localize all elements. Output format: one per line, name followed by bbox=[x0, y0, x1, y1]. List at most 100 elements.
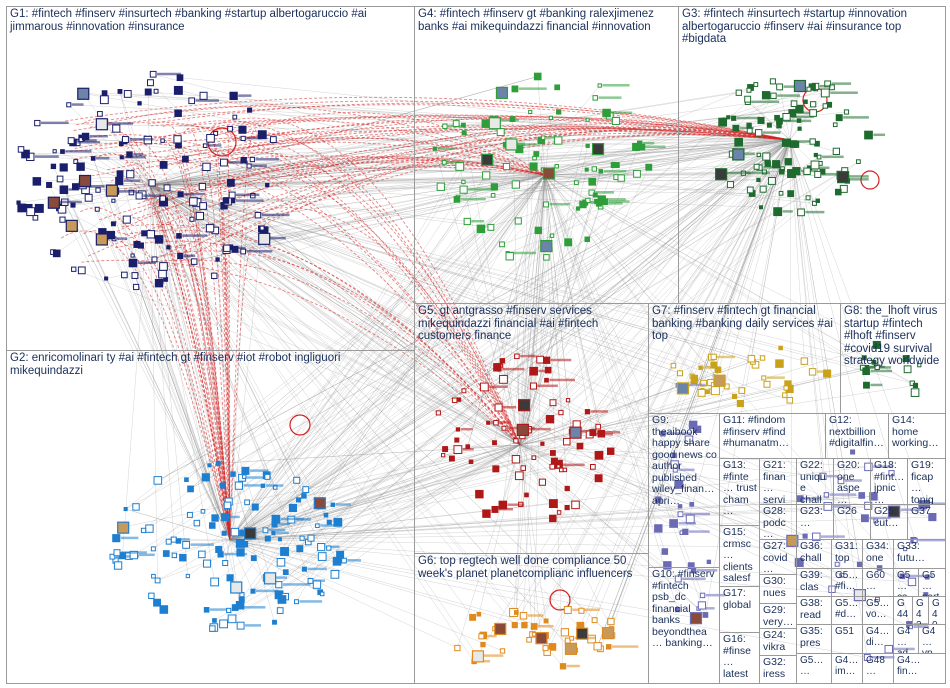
group-panel-g5z[interactable]: G5… part bbox=[918, 568, 946, 597]
group-panel-g11[interactable]: G11: #findom #finserv #find #humanatm… bbox=[719, 413, 826, 459]
group-panel-g42[interactable]: G42 bbox=[912, 596, 929, 625]
group-panel-g28[interactable]: G28: podc… bbox=[759, 504, 797, 540]
group-panel-g19[interactable]: G19: ficap… tonig… bbox=[907, 458, 946, 505]
group-panel-g34[interactable]: G34: one… bbox=[862, 539, 894, 569]
edge bbox=[82, 93, 151, 186]
group-panel-g48[interactable]: G48 … bbox=[862, 653, 894, 684]
vertex bbox=[171, 552, 178, 559]
group-panel-g4c[interactable]: G4… vp… bbox=[918, 624, 946, 654]
vertex-label-mark bbox=[183, 254, 196, 258]
vertex bbox=[476, 611, 482, 617]
vertex bbox=[476, 224, 486, 234]
group-panel-g5a[interactable]: G5… #d… bbox=[831, 596, 863, 625]
vertex-avatar bbox=[471, 650, 485, 663]
vertex bbox=[175, 538, 182, 544]
group-panel-g38[interactable]: G38: read… bbox=[796, 596, 832, 625]
group-panel-g6[interactable]: G6: top regtech well done compliance 50 … bbox=[414, 553, 649, 684]
edge bbox=[494, 174, 546, 443]
vertex-avatar bbox=[689, 612, 703, 625]
group-panel-g26[interactable]: G26 bbox=[833, 504, 871, 540]
vertex bbox=[241, 466, 250, 475]
vertex bbox=[761, 91, 771, 100]
group-panel-g8[interactable]: G8: the_lhoft virus startup #fintech #lh… bbox=[840, 303, 946, 414]
vertex bbox=[174, 109, 182, 117]
vertex bbox=[153, 598, 161, 607]
vertex bbox=[46, 181, 53, 188]
group-panel-g25[interactable]: G25: cut… bbox=[870, 504, 908, 540]
group-panel-g20[interactable]: G20: one aspe… bbox=[833, 458, 871, 505]
vertex bbox=[699, 592, 706, 599]
group-panel-g5c[interactable]: G5… … bbox=[796, 653, 832, 684]
group-panel-g12[interactable]: G12: nextbillion #digitalfin… bbox=[825, 413, 889, 459]
group-panel-g32[interactable]: G32: iress… bbox=[759, 655, 797, 684]
group-panel-g4b[interactable]: G4… ad… bbox=[893, 624, 919, 654]
group-panel-g9[interactable]: G9: theaibook happy share good news co a… bbox=[648, 413, 720, 568]
group-panel-g5b[interactable]: G5… vo… bbox=[862, 596, 894, 625]
group-panel-g23[interactable]: G23: … bbox=[796, 504, 834, 540]
group-panel-g40[interactable]: G40 bbox=[928, 596, 946, 625]
group-panel-g13[interactable]: G13: #finte… trust cham… bbox=[719, 458, 760, 526]
vertex-label-mark bbox=[143, 194, 162, 197]
group-panel-g29[interactable]: G29: very… bbox=[759, 603, 797, 629]
group-panel-g35[interactable]: G35: pres… bbox=[796, 624, 832, 654]
group-panel-g31[interactable]: G31: top… bbox=[831, 539, 863, 569]
vertex bbox=[312, 580, 322, 589]
edge bbox=[545, 139, 791, 649]
group-panel-g17[interactable]: G17: global bbox=[719, 586, 760, 633]
vertex-label-mark bbox=[566, 664, 580, 668]
vertex-label-mark bbox=[678, 468, 695, 472]
group-panel-g36[interactable]: G36: chall… bbox=[796, 539, 832, 569]
vertex bbox=[655, 496, 662, 503]
group-panel-g24[interactable]: G24: vikra… bbox=[759, 628, 797, 656]
group-panel-g2[interactable]: G2: enricomolinari ty #ai #fintech gt #f… bbox=[6, 350, 415, 684]
vertex bbox=[617, 174, 625, 182]
edge-red bbox=[81, 259, 521, 446]
vertex bbox=[432, 146, 437, 151]
group-panel-g15[interactable]: G15: crmsc… clients salesf… bbox=[719, 525, 760, 587]
group-panel-g5y[interactable]: G5… ca… bbox=[893, 568, 919, 597]
vertex bbox=[584, 167, 589, 172]
group-panel-g4a[interactable]: G4… di… bbox=[862, 624, 894, 654]
group-panel-g21[interactable]: G21: finan… servi… bbox=[759, 458, 797, 505]
group-panel-g51[interactable]: G51 bbox=[831, 624, 863, 654]
group-label-g21: G21: finan… servi… bbox=[763, 459, 786, 505]
vertex bbox=[564, 238, 573, 247]
group-panel-g5x[interactable]: G5… #fi… bbox=[831, 568, 863, 597]
group-panel-g39[interactable]: G39: clas… bbox=[796, 568, 832, 597]
group-panel-g4[interactable]: G4: #fintech #finserv gt #banking ralexj… bbox=[414, 6, 679, 304]
vertex bbox=[573, 180, 579, 186]
vertex-label-mark bbox=[460, 427, 473, 431]
edge-red bbox=[134, 259, 521, 446]
group-panel-g1[interactable]: G1: #fintech #finserv #insurtech #bankin… bbox=[6, 6, 415, 351]
group-panel-g37[interactable]: G37 bbox=[907, 504, 946, 540]
vertex bbox=[549, 233, 555, 238]
group-panel-g3[interactable]: G3: #fintech #insurtech #startup #innova… bbox=[678, 6, 946, 304]
group-panel-g18[interactable]: G18: #fint… jpnic… bbox=[870, 458, 908, 505]
edge bbox=[73, 269, 521, 446]
vertex bbox=[544, 366, 552, 374]
group-panel-g33[interactable]: G33: futu… bbox=[893, 539, 946, 569]
edge bbox=[149, 184, 554, 504]
edge bbox=[519, 257, 547, 446]
group-panel-g27[interactable]: G27: covid… bbox=[759, 539, 797, 575]
vertex-label-mark bbox=[751, 100, 780, 104]
group-label-g31: G31: top… bbox=[835, 540, 861, 569]
group-panel-g7[interactable]: G7: #finserv #fintech gt financial banki… bbox=[648, 303, 841, 414]
group-panel-g10[interactable]: G10: #finserv #fintech psb_dc financial … bbox=[648, 567, 720, 684]
vertex bbox=[440, 453, 446, 458]
edge bbox=[244, 139, 791, 477]
group-panel-g60[interactable]: G60 … bbox=[862, 568, 894, 597]
group-panel-g5[interactable]: G5: gt antgrasso #finserv services mikeq… bbox=[414, 303, 649, 554]
vertex-label-mark bbox=[590, 410, 608, 413]
edge bbox=[544, 174, 602, 434]
edge bbox=[85, 174, 546, 190]
group-panel-g16[interactable]: G16: #finse… latest… bbox=[719, 632, 760, 684]
group-panel-g4d[interactable]: G4… im… bbox=[831, 653, 863, 684]
group-panel-g30[interactable]: G30: nues… bbox=[759, 574, 797, 604]
edge bbox=[229, 539, 254, 592]
group-panel-g4e[interactable]: G4… fin… bbox=[893, 653, 946, 684]
edge bbox=[519, 111, 531, 446]
group-panel-g22[interactable]: G22: unique chall… bbox=[796, 458, 834, 505]
group-panel-g14[interactable]: G14: home working… bbox=[888, 413, 946, 459]
group-panel-g44[interactable]: G44 bbox=[893, 596, 913, 625]
